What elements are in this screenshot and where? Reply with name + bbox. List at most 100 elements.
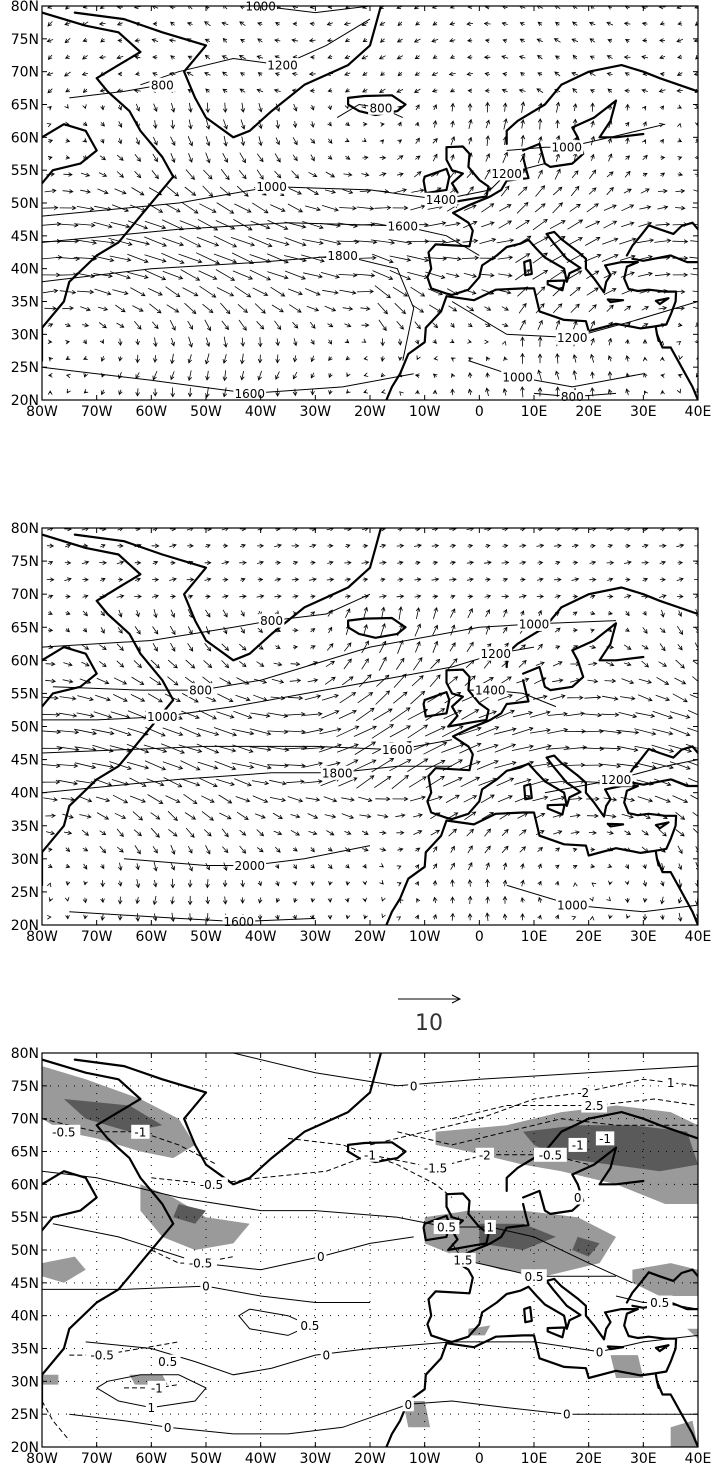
wind-vector-arrow — [625, 610, 630, 617]
wind-vector-arrow — [117, 543, 124, 549]
wind-vector-arrow — [555, 386, 560, 398]
wind-vector-arrow — [222, 594, 229, 599]
wind-vector-arrow — [199, 285, 217, 298]
wind-vector-arrow — [392, 205, 409, 211]
wind-vector-arrow — [660, 155, 666, 161]
wind-vector-arrow — [502, 862, 508, 870]
wind-vector-arrow — [116, 643, 124, 651]
wind-vector-arrow — [152, 879, 158, 888]
wind-vector-arrow — [293, 898, 298, 903]
wind-vector-arrow — [380, 71, 385, 76]
lat-tick-label: 40N — [11, 262, 39, 278]
wind-vector-arrow — [78, 796, 93, 803]
wind-vector-arrow — [116, 594, 125, 599]
wind-vector-arrow — [676, 625, 684, 636]
wind-vector-arrow — [310, 645, 316, 650]
wind-vector-arrow — [498, 273, 513, 278]
wind-vector-arrow — [430, 829, 441, 836]
wind-vector-arrow — [117, 914, 123, 921]
contour-line — [42, 366, 414, 394]
wind-vector-arrow — [485, 372, 490, 378]
contour-label-bg — [490, 166, 524, 181]
wind-vector-arrow — [272, 812, 283, 820]
wind-vector-arrow — [550, 795, 566, 801]
wind-vector-arrow — [362, 88, 368, 93]
wind-vector-arrow — [205, 370, 210, 381]
wind-vector-arrow — [251, 780, 270, 786]
wind-vector-arrow — [310, 355, 315, 363]
wind-vector-arrow — [327, 121, 332, 127]
panel-top-map-content — [42, 6, 698, 400]
wind-vector-arrow — [677, 122, 682, 128]
wind-vector-arrow — [56, 746, 80, 752]
wind-vector-arrow — [620, 797, 636, 802]
wind-vector-arrow — [362, 543, 369, 549]
wind-vector-arrow — [411, 675, 424, 687]
wind-vector-arrow — [214, 760, 237, 771]
wind-vector-arrow — [339, 289, 357, 295]
wind-vector-arrow — [287, 288, 303, 296]
coastline — [422, 1214, 451, 1242]
wind-vector-arrow — [274, 864, 280, 869]
wind-vector-arrow — [323, 796, 338, 803]
wind-vector-arrow — [100, 864, 105, 870]
wind-vector-arrow — [148, 288, 163, 296]
wind-vector-arrow — [677, 104, 682, 109]
wind-vector-arrow — [338, 272, 358, 278]
wind-vector-arrow — [198, 777, 218, 788]
contour-label: -1 — [572, 1138, 584, 1152]
wind-vector-arrow — [213, 727, 238, 737]
wind-vector-arrow — [240, 897, 245, 904]
wind-vector-arrow — [135, 863, 140, 871]
wind-vector-arrow — [238, 319, 247, 331]
wind-vector-arrow — [397, 560, 404, 566]
wind-vector-arrow — [93, 221, 113, 229]
wind-vector-arrow — [467, 388, 473, 395]
wind-vector-arrow — [126, 743, 150, 754]
wind-vector-arrow — [554, 864, 560, 870]
wind-vector-arrow — [590, 153, 595, 161]
wind-vector-arrow — [273, 830, 283, 836]
wind-vector-arrow — [375, 796, 391, 802]
wind-vector-arrow — [135, 879, 141, 889]
wind-vector-arrow — [496, 777, 515, 787]
wind-vector-arrow — [363, 389, 368, 394]
wind-vector-arrow — [641, 660, 650, 668]
wind-vector-arrow — [676, 88, 683, 93]
wind-vector-arrow — [604, 678, 617, 684]
wind-vector-arrow — [310, 611, 316, 616]
contour-label: 0 — [574, 1191, 582, 1205]
wind-vector-arrow — [310, 881, 315, 887]
wind-vector-arrow — [153, 103, 158, 112]
wind-vector-arrow — [202, 303, 214, 314]
wind-vector-arrow — [240, 879, 245, 888]
wind-vector-arrow — [409, 795, 426, 802]
contour-line — [42, 1400, 70, 1441]
wind-vector-arrow — [256, 560, 265, 565]
wind-vector-arrow — [152, 913, 158, 922]
wind-vector-arrow — [162, 270, 184, 280]
wind-vector-arrow — [660, 356, 665, 362]
wind-vector-arrow — [606, 55, 613, 60]
lon-tick-label: 40E — [685, 404, 712, 420]
wind-vector-arrow — [222, 153, 228, 163]
wind-vector-arrow — [81, 560, 90, 565]
wind-vector-arrow — [517, 812, 529, 819]
coastline — [445, 145, 490, 205]
wind-vector-arrow — [467, 895, 473, 905]
wind-vector-arrow — [290, 814, 301, 819]
wind-vector-arrow — [82, 577, 89, 582]
wind-vector-arrow — [608, 388, 613, 395]
wind-vector-arrow — [223, 119, 228, 130]
significance-shading-light — [42, 1374, 59, 1385]
wind-vector-arrow — [291, 38, 299, 43]
wind-vector-arrow — [98, 21, 106, 26]
coastline — [347, 1141, 407, 1164]
wind-vector-arrow — [361, 21, 369, 26]
wind-vector-arrow — [275, 528, 281, 532]
wind-vector-arrow — [569, 286, 581, 297]
wind-vector-arrow — [654, 238, 672, 244]
wind-vector-arrow — [572, 865, 578, 870]
wind-vector-arrow — [450, 624, 456, 636]
wind-vector-arrow — [518, 55, 526, 60]
